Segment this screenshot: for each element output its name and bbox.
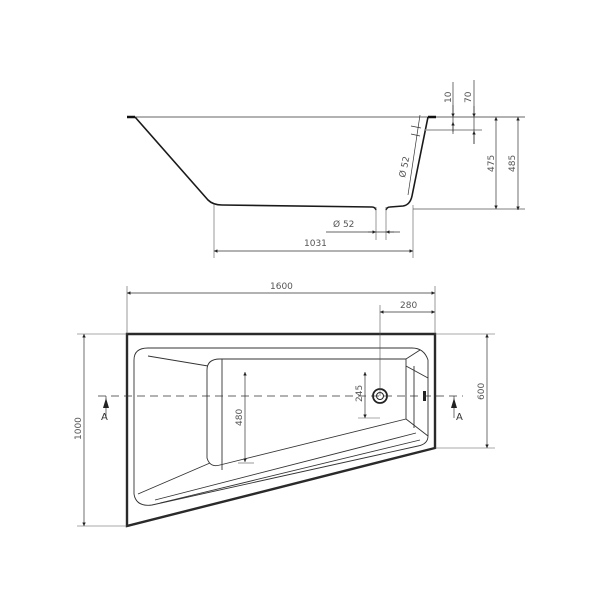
- section-arrow-right-icon: [451, 398, 457, 408]
- section-label-right: A: [456, 412, 463, 423]
- width-short-label: 600: [477, 383, 487, 400]
- drain-diameter-label: Ø 52: [333, 219, 354, 230]
- overflow-leader: [407, 114, 421, 196]
- overflow-diameter-label: Ø 52: [397, 155, 412, 178]
- plan-view: A A 1600 280 1000 600 245 480: [74, 282, 495, 528]
- section-label-left: A: [101, 412, 108, 423]
- length-label: 1600: [270, 282, 293, 292]
- bottom-length-label: 1031: [304, 239, 327, 249]
- width-total-label: 1000: [74, 417, 84, 440]
- rim-offset-label: 70: [464, 91, 474, 103]
- section-arrow-left-icon: [103, 398, 109, 408]
- bowl-rim-edge: [133, 347, 429, 506]
- rim-thickness-label: 10: [444, 91, 454, 103]
- depth-total-label: 485: [508, 155, 518, 172]
- drain-offset-label: 280: [400, 301, 417, 311]
- section-view: Ø 52 Ø 52 1031 10 70 475 485: [127, 80, 525, 258]
- inner-width-label: 480: [235, 409, 245, 426]
- bowl-floor: [206, 358, 407, 467]
- tub-section-profile: [134, 116, 429, 211]
- tub-plan-outline: [125, 332, 437, 528]
- depth-inner-label: 475: [487, 155, 497, 172]
- drain-to-edge-label: 245: [355, 385, 365, 402]
